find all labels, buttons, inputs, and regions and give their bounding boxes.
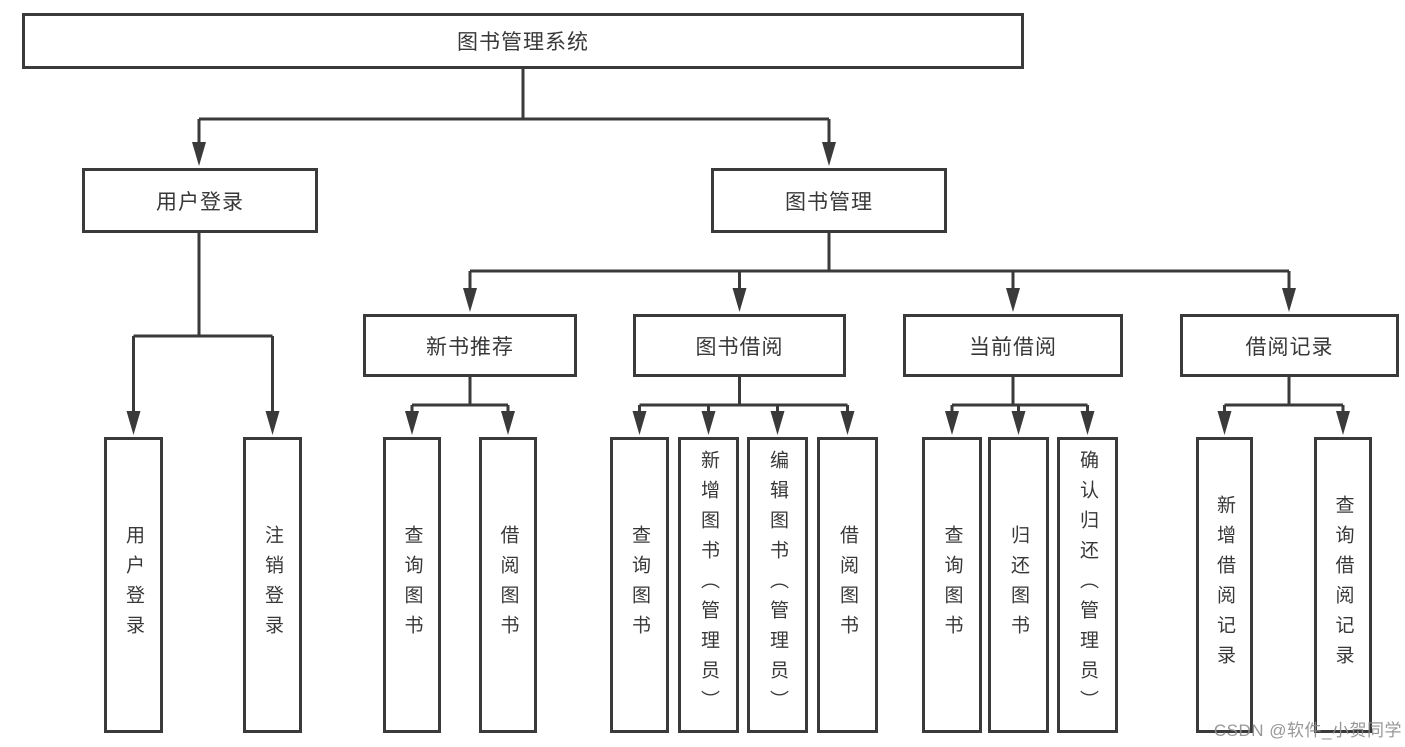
csdn-watermark: CSDN @软件_小贺同学 (1213, 721, 1402, 740)
leaf-return-books: 归还图书 (988, 437, 1049, 733)
leaf-query-books-current-label: 查询图书 (941, 525, 963, 645)
leaf-query-books-recommend-label: 查询图书 (401, 525, 423, 645)
leaf-query-borrow-record-label: 查询借阅记录 (1332, 495, 1354, 675)
leaf-add-borrow-record-label: 新增借阅记录 (1214, 495, 1235, 675)
leaf-user-login: 用户登录 (104, 437, 163, 733)
leaf-borrow-books: 借阅图书 (817, 437, 878, 733)
node-user-login: 用户登录 (82, 168, 318, 233)
node-book-management: 图书管理 (711, 168, 947, 233)
node-root: 图书管理系统 (22, 13, 1024, 69)
leaf-add-books-admin: 新增图书（管理员） (678, 437, 739, 733)
leaf-add-borrow-record: 新增借阅记录 (1196, 437, 1253, 733)
leaf-borrow-books-label: 借阅图书 (837, 525, 858, 645)
leaf-logout-label: 注销登录 (262, 525, 283, 645)
leaf-query-borrow-record: 查询借阅记录 (1314, 437, 1372, 733)
leaf-query-books-current: 查询图书 (922, 437, 982, 733)
leaf-borrow-books-recommend: 借阅图书 (479, 437, 537, 733)
leaf-confirm-return-admin-label: 确认归还（管理员） (1077, 450, 1098, 720)
leaf-add-books-admin-label: 新增图书（管理员） (698, 450, 719, 720)
leaf-query-books-borrow: 查询图书 (610, 437, 669, 733)
leaf-return-books-label: 归还图书 (1008, 525, 1029, 645)
leaf-query-books-borrow-label: 查询图书 (629, 525, 650, 645)
leaf-edit-books-admin: 编辑图书（管理员） (747, 437, 808, 733)
leaf-borrow-books-recommend-label: 借阅图书 (497, 525, 519, 645)
node-new-book-recommend: 新书推荐 (363, 314, 577, 377)
leaf-edit-books-admin-label: 编辑图书（管理员） (767, 450, 788, 720)
leaf-query-books-recommend: 查询图书 (383, 437, 441, 733)
node-current-borrow: 当前借阅 (903, 314, 1123, 377)
node-book-borrow: 图书借阅 (633, 314, 846, 377)
leaf-confirm-return-admin: 确认归还（管理员） (1057, 437, 1118, 733)
node-borrow-records: 借阅记录 (1180, 314, 1399, 377)
leaf-logout: 注销登录 (243, 437, 302, 733)
leaf-user-login-label: 用户登录 (123, 525, 144, 645)
